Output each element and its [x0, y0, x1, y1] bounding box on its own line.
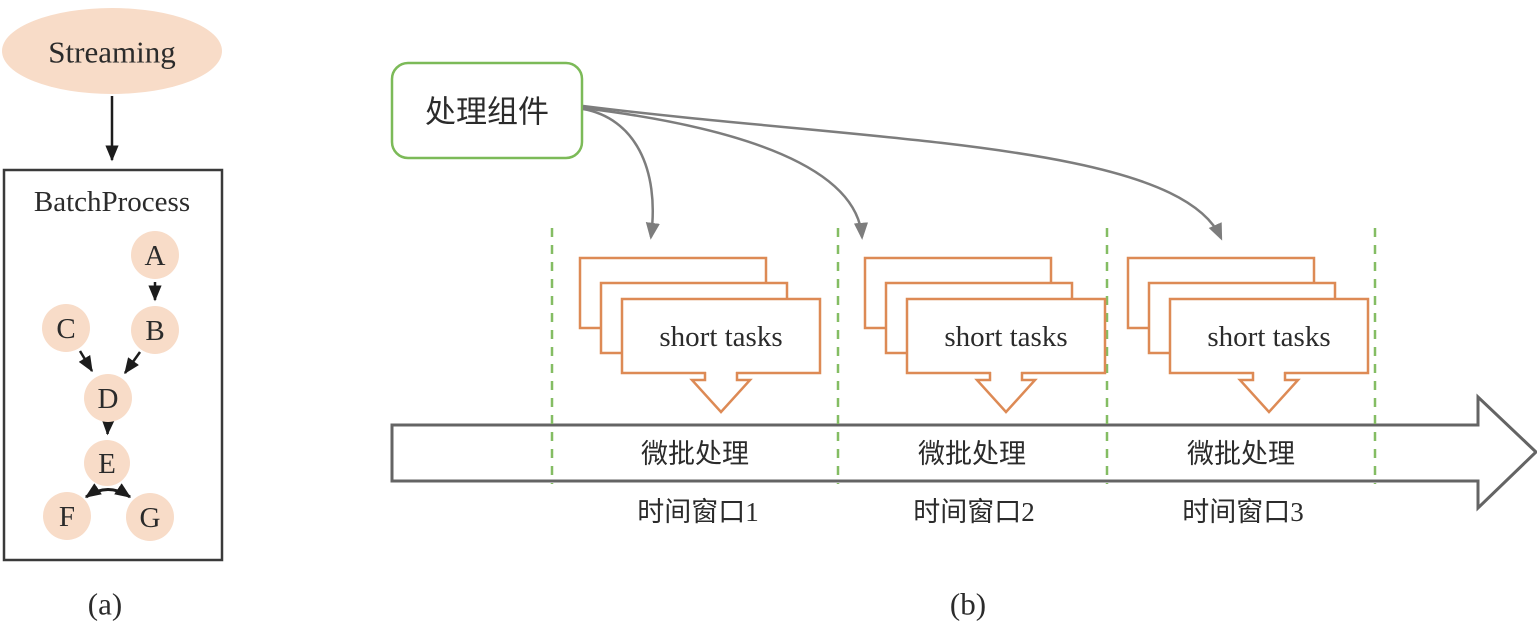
edge-e-f-g	[84, 483, 132, 499]
node-e-label: E	[98, 448, 116, 480]
microbatch-label-2: 微批处理	[918, 439, 1026, 469]
caption-a: (a)	[88, 587, 122, 622]
window-label-1: 时间窗口1	[637, 497, 759, 527]
caption-b: (b)	[950, 587, 986, 622]
node-f	[43, 492, 91, 540]
node-d-label: D	[98, 383, 119, 415]
node-g	[126, 493, 174, 541]
panel-a: Streaming BatchProcess A B C D E F G	[2, 8, 224, 622]
task-stack-down-arrow	[689, 372, 753, 414]
task-card-front	[905, 297, 1107, 375]
node-c	[42, 304, 90, 352]
connector-arrow-3	[582, 104, 1223, 241]
node-f-label: F	[59, 501, 75, 533]
node-g-label: G	[140, 502, 161, 534]
task-stack-1: short tasks	[578, 256, 822, 414]
node-a-label: A	[145, 240, 166, 272]
component-box	[390, 61, 584, 160]
timeline-arrow	[390, 393, 1537, 512]
task-stack-label: short tasks	[944, 321, 1067, 353]
task-stack-2: short tasks	[863, 256, 1107, 414]
component-label: 处理组件	[425, 95, 549, 130]
task-stack-down-arrow	[974, 372, 1038, 414]
connector-arrow-2	[582, 106, 869, 240]
streaming-ellipse	[2, 8, 222, 94]
task-stack-3: short tasks	[1126, 256, 1370, 414]
microbatch-label-1: 微批处理	[641, 439, 749, 469]
node-b-label: B	[145, 315, 164, 347]
edge-d-e	[101, 419, 115, 436]
panel-b: 处理组件 short tasks short tasks	[390, 61, 1537, 622]
task-stack-label: short tasks	[1207, 321, 1330, 353]
microbatch-label-3: 微批处理	[1187, 439, 1295, 469]
task-stack-label: short tasks	[659, 321, 782, 353]
edge-c-d	[78, 350, 94, 373]
dag-nodes: A B C D E F G	[42, 231, 179, 541]
node-d	[84, 374, 132, 422]
task-stack-down-arrow	[1237, 372, 1301, 414]
window-label-2: 时间窗口2	[913, 497, 1035, 527]
batch-process-title: BatchProcess	[34, 186, 190, 218]
window-label-3: 时间窗口3	[1182, 497, 1304, 527]
streaming-label: Streaming	[48, 35, 175, 70]
node-e	[84, 440, 130, 486]
node-b	[131, 306, 179, 354]
node-a	[131, 231, 179, 279]
batch-process-box	[2, 168, 224, 562]
task-card-front	[1168, 297, 1370, 375]
edge-b-d	[123, 351, 142, 375]
node-c-label: C	[56, 313, 75, 345]
connector-arrow-1	[582, 107, 660, 240]
